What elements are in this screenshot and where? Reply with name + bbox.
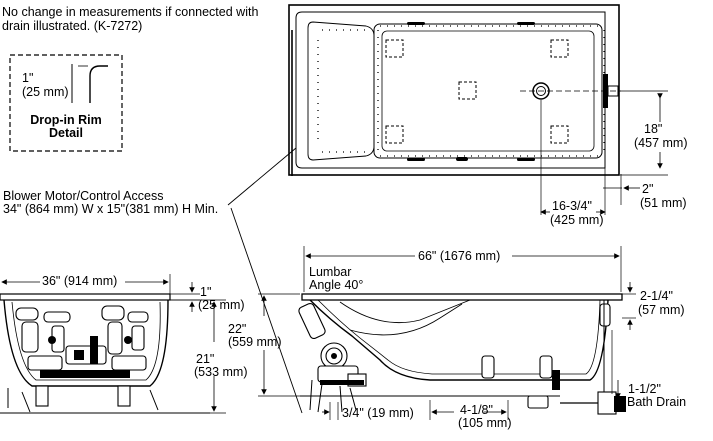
- dim-16-3-4-mm: (425 mm): [550, 213, 604, 227]
- end-view-rim-mm: (25 mm): [198, 298, 245, 312]
- dim-16-3-4-in: 16-3/4": [552, 199, 592, 213]
- top-view-rim: [288, 4, 620, 176]
- drain-note-line2: drain illustrated. (K-7272): [2, 19, 143, 33]
- bath-drain-label: Bath Drain: [627, 395, 687, 409]
- end-view-rim-in: 1": [200, 285, 212, 299]
- drop-in-title-line2: Detail: [48, 126, 84, 140]
- top-view: [288, 4, 668, 215]
- dim-4-1-8-in: 4-1/8": [460, 403, 493, 417]
- dim-3-4: 3/4" (19 mm): [342, 406, 414, 420]
- side-view-height-mm: (559 mm): [228, 335, 282, 349]
- dim-4-1-8-mm: (105 mm): [458, 416, 512, 430]
- blower-access-line1: Blower Motor/Control Access: [3, 189, 164, 203]
- dim-2-in: 2": [642, 182, 654, 196]
- drop-in-title-line1: Drop-in Rim: [30, 113, 102, 127]
- blower-access-leaders: [227, 30, 303, 414]
- side-view-height-in: 22": [228, 322, 247, 336]
- dim-18-in: 18": [644, 122, 663, 136]
- drain-note-line1: No change in measurements if connected w…: [2, 5, 259, 19]
- drop-in-dim-in: 1": [22, 71, 34, 85]
- side-view: [258, 246, 636, 420]
- end-view-width: 36" (914 mm): [42, 274, 118, 288]
- blower-access-line2: 34" (864 mm) W x 15"(381 mm) H Min.: [3, 202, 219, 216]
- end-view-height-in: 21": [196, 352, 215, 366]
- end-view: [0, 274, 226, 414]
- dim-2-1-4-mm: (57 mm): [638, 303, 685, 317]
- lumbar-line2: Angle 40°: [309, 278, 364, 292]
- dim-1-1-2-in: 1-1/2": [628, 382, 661, 396]
- dim-18-mm: (457 mm): [634, 136, 688, 150]
- side-view-length: 66" (1676 mm): [418, 249, 501, 263]
- drop-in-rim-detail: [9, 54, 123, 152]
- lumbar-line1: Lumbar: [309, 265, 352, 279]
- dim-2-1-4-in: 2-1/4": [640, 289, 673, 303]
- end-view-height-mm: (533 mm): [194, 365, 248, 379]
- top-view-basin: [295, 11, 606, 169]
- dim-2-mm: (51 mm): [640, 196, 687, 210]
- drop-in-dim-mm: (25 mm): [22, 85, 69, 99]
